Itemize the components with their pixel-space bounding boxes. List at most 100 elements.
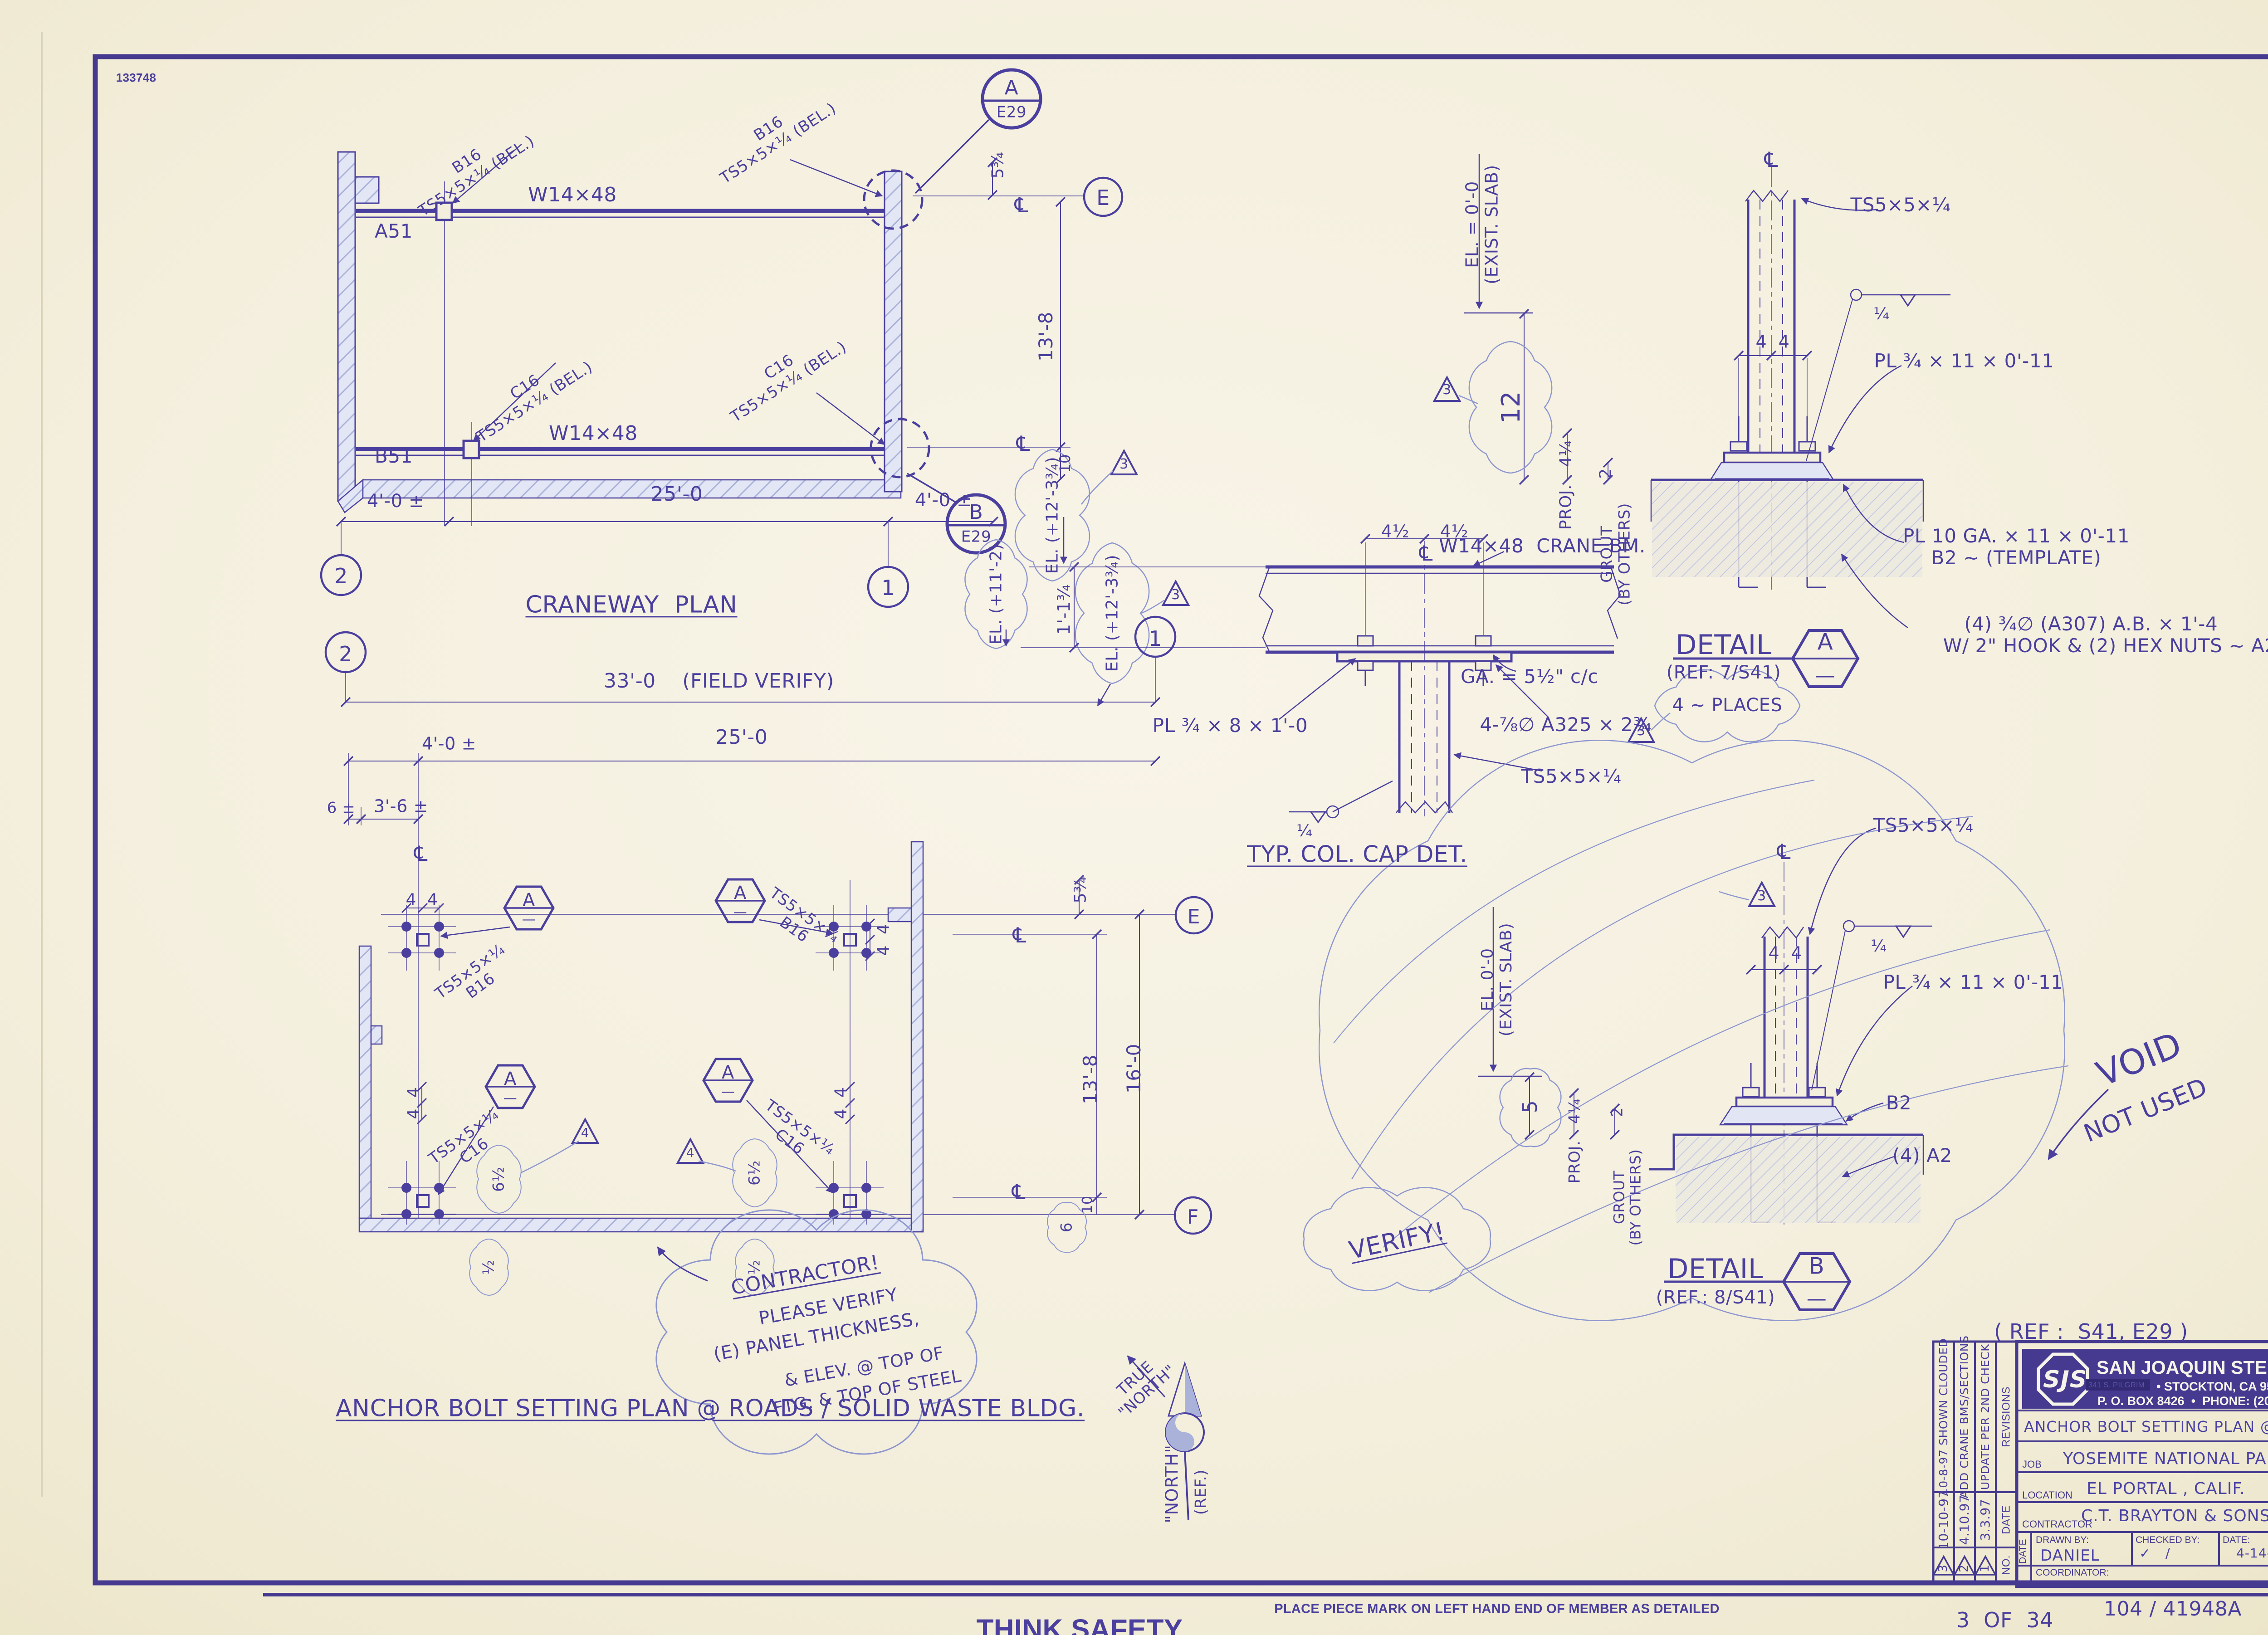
dim-10-abplan: 10 (1079, 1196, 1095, 1214)
revisions-header: REVISIONS (2000, 1386, 2013, 1447)
dim-4-0-right: 4'-0 ± (914, 490, 973, 511)
detail-a-title: DETAIL (1676, 629, 1772, 661)
dim-5-3-4-abplan: 5¾ (1071, 876, 1090, 903)
detail-b-ref: (REF.: 8/S41) (1656, 1287, 1775, 1308)
label-ga: GA. = 5½" c/c (1460, 665, 1599, 688)
tb-drawn-label: DRAWN BY: (2036, 1535, 2089, 1545)
weld-quarter-detail-a: ¼ (1873, 304, 1890, 323)
dim-6-abplan: 6 ± (327, 799, 356, 817)
centerline-symbol: ℄ (1777, 839, 1791, 864)
piece-mark-note: PLACE PIECE MARK ON LEFT HAND END OF MEM… (1274, 1601, 1720, 1616)
cloud-el-12-craneway: EL. (+12'-3¾) (1103, 554, 1122, 672)
sheet-border (41, 32, 2268, 1596)
rev-triangle-3-label: 3 (1119, 456, 1129, 472)
dim-4half-right: 4½ (1440, 521, 1469, 542)
dim-3-6-abplan: 3'-6 ± (373, 796, 429, 816)
dim-4-0-abplan: 4'-0 ± (421, 733, 477, 754)
tb-location: EL PORTAL , CALIF. (2087, 1479, 2245, 1498)
label-b2: B2 (1886, 1092, 1912, 1114)
centerline-symbol: ℄ (1014, 192, 1029, 217)
label-grout-b: GROUT (BY OTHERS) (1610, 1149, 1644, 1246)
label-proj-b: PROJ. (1565, 1140, 1584, 1184)
detail-a-ref: (REF: 7/S41) (1666, 662, 1781, 683)
dim-6half-right: 6½ (745, 1160, 764, 1186)
dim-5-clouded: 5 (1518, 1100, 1542, 1113)
tb-checked-label: CHECKED BY: (2136, 1535, 2200, 1545)
callout-a-sheet: E29 (996, 103, 1027, 122)
grid-bubble-2b-label: 2 (339, 641, 352, 666)
company-name: SAN JOAQUIN STEEL CO., INC. (2097, 1357, 2268, 1378)
hex-dash: — (1815, 664, 1836, 687)
label-grout-a: GROUT (BY OTHERS) (1598, 503, 1633, 605)
dim-16-0-abplan: 16'-0 (1123, 1044, 1145, 1093)
abplan-title: ANCHOR BOLT SETTING PLAN @ ROADS / SOLID… (336, 1395, 1085, 1422)
dim-12-clouded: 12 (1496, 390, 1526, 424)
label-pl-3-4-11-a: PL ¾ × 11 × 0'-11 (1874, 350, 2054, 372)
tb-checked: ✓ ∕ (2139, 1546, 2170, 1562)
title-block-grid (1932, 1340, 2268, 1588)
rev-triangle-3-label: 3 (1171, 586, 1180, 603)
label-4-a2: (4) A2 (1892, 1144, 1952, 1167)
rev-triangle-4-label: 4 (686, 1145, 695, 1161)
hex-a-lower-left-label: A (504, 1069, 517, 1090)
craneway-plan (320, 68, 1190, 707)
tb-coordinator-label: COORDINATOR: (2036, 1567, 2109, 1578)
revision-desc: 10-8-97 SHOWN CLOUDED (1936, 1338, 1950, 1496)
tb-drawn: DANIEL (2040, 1547, 2100, 1565)
revision-date: 4.10.97 (1957, 1494, 1972, 1545)
grid-bubble-e-label: E (1096, 185, 1110, 210)
rev-triangle-3-label: 3 (1757, 888, 1766, 904)
dim-25-0-craneway: 25'-0 (650, 482, 703, 506)
centerline-symbol: ℄ (1419, 541, 1433, 566)
grid-bubble-1-label: 1 (881, 575, 895, 600)
grid-bubble-1b-label: 1 (1149, 626, 1162, 651)
dim-1-1-3-4: 1'-1¾ (1054, 584, 1074, 635)
ref-s41-e29: ( REF : S41, E29 ) (1994, 1319, 2188, 1344)
revisions-date-header: DATE (2000, 1505, 2013, 1534)
weld-quarter-capdet: ¼ (1296, 821, 1313, 840)
rev-triangle-3-label: 3 (1637, 722, 1646, 739)
file-number: 104 / 41948A (2103, 1597, 2242, 1620)
revision-no: 1 (1978, 1564, 1992, 1572)
label-w14-top: W14×48 (528, 183, 617, 206)
dim-25-0-abplan: 25'-0 (715, 725, 768, 749)
tb-title: ANCHOR BOLT SETTING PLAN @ ROADS BLDG. (2024, 1418, 2268, 1435)
label-pl-3-4-11-b: PL ¾ × 11 × 0'-11 (1883, 971, 2063, 994)
label-pl-3-4-8: PL ¾ × 8 × 1'-0 (1152, 714, 1308, 737)
rev-triangle-4-label: 4 (581, 1125, 590, 1141)
dim-4-0-left: 4'-0 ± (367, 491, 425, 512)
dim-44-lower-right: 4 4 (831, 1087, 850, 1119)
callout-b-letter: B (969, 500, 983, 524)
el-0-0-detail-b: EL. 0'-0 (EXIST. SLAB) (1478, 922, 1515, 1037)
detail-a (1432, 154, 1950, 743)
label-a51: A51 (375, 220, 413, 243)
craneway-title: CRANEWAY PLAN (525, 591, 738, 619)
north-arrow (1127, 1355, 1205, 1521)
label-b51: B51 (374, 445, 413, 468)
cloud-el-11-2: EL. (+11'-2) (987, 543, 1006, 645)
label-w14-bottom: W14×48 (549, 421, 638, 445)
capdet-title: TYP. COL. CAP DET. (1247, 841, 1467, 868)
dim-44-upper-left: 4 4 (406, 890, 438, 909)
grid-bubble-e2-label: E (1187, 905, 1201, 928)
revision-desc: ADD CRANE BMS/SECTIONS (1957, 1335, 1971, 1498)
callout-a-letter: A (1004, 76, 1019, 99)
label-proj-a: PROJ. (1556, 484, 1575, 530)
hex-a-lower-right-label: A (722, 1062, 734, 1083)
company-address1: • STOCKTON, CA 95208-0426 (2156, 1380, 2268, 1393)
tb-date-label: DATE: (2223, 1535, 2250, 1545)
north-ref-label: (REF.) (1192, 1469, 1210, 1515)
dim-13-8-craneway: 13'-8 (1035, 312, 1057, 361)
dim-6-clouded: 6 (1057, 1222, 1076, 1233)
company-redacted: 341 S. PILGRIM (2088, 1381, 2145, 1389)
hex-a-upper-left-label: A (523, 890, 535, 911)
company-logo: SJS (2043, 1366, 2087, 1393)
dim-5-3-4-craneway: 5¾ (988, 151, 1007, 179)
cloud-el-12-capdet: EL. (+12'-3¾) (1043, 456, 1062, 574)
tb-contractor-label: CONTRACTOR (2022, 1518, 2092, 1530)
hex-a-upper-right-label: A (734, 883, 747, 904)
dim-2-grout-b: 2 (1608, 1107, 1627, 1118)
dim-44-detail-a: 4 4 (1755, 332, 1790, 352)
